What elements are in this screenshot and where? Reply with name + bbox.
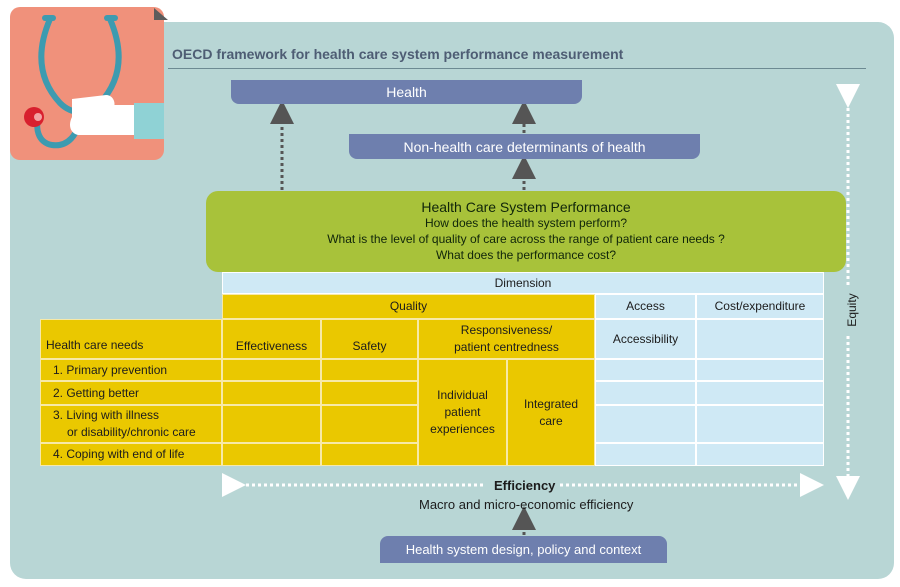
needs-header: Health care needs [40,319,222,359]
quality-header: Quality [222,294,595,319]
safety-cell-2 [321,381,418,405]
individual-line-3: experiences [430,422,495,436]
responsiveness-header: Responsiveness/ patient centredness [418,319,595,359]
integrated-line-1: Integrated [523,396,579,411]
cost-subcell [696,319,824,359]
integrated-line-2: care [539,413,563,428]
need-label-3a: 3. Living with illness [53,408,160,422]
need-row-2: 2. Getting better [40,381,222,405]
performance-heading: Health Care System Performance [421,199,631,215]
safety-cell-3 [321,405,418,443]
need-row-4: 4. Coping with end of life [40,443,222,466]
need-label-1: 1. Primary prevention [53,362,168,377]
needs-header-label: Health care needs [46,338,144,352]
cost-cell-3 [696,405,824,443]
non-health-determinants-box: Non-health care determinants of health [349,134,700,159]
effectiveness-cell-4 [222,443,321,466]
safety-cell-4 [321,443,418,466]
individual-line-1: Individual [437,388,488,402]
responsiveness-line-2: patient centredness [454,340,559,354]
effectiveness-header: Effectiveness [222,319,321,359]
individual-experiences-cell: Individual patient experiences [418,359,507,466]
stethoscope-logo [10,7,164,160]
dimension-header: Dimension [222,272,824,294]
cost-cell-1 [696,359,824,381]
title-divider [168,68,866,69]
page-title: OECD framework for health care system pe… [172,46,624,62]
health-system-design-box: Health system design, policy and context [380,536,667,563]
individual-line-2: patient [444,405,481,419]
performance-box: Health Care System Performance How does … [206,191,846,272]
cost-cell-2 [696,381,824,405]
integrated-care-cell: Integrated care [507,359,595,466]
accessibility-header: Accessibility [595,319,696,359]
access-cell-2 [595,381,696,405]
responsiveness-line-1: Responsiveness/ [460,323,553,337]
efficiency-label: Efficiency [494,478,556,493]
effectiveness-cell-3 [222,405,321,443]
performance-question-2: What is the level of quality of care acr… [327,232,725,246]
performance-question-3: What does the performance cost? [435,248,617,262]
safety-cell-1 [321,359,418,381]
need-row-3: 3. Living with illness or disability/chr… [40,405,222,443]
cost-cell-4 [696,443,824,466]
access-cell-1 [595,359,696,381]
access-cell-3 [595,405,696,443]
safety-header: Safety [321,319,418,359]
effectiveness-cell-1 [222,359,321,381]
logo-corner [154,8,168,20]
health-box: Health [231,80,582,104]
efficiency-subtitle: Macro and micro-economic efficiency [419,497,634,512]
access-cell-4 [595,443,696,466]
cost-header: Cost/expenditure [696,294,824,319]
need-label-2: 2. Getting better [53,385,140,400]
performance-question-1: How does the health system perform? [424,216,628,230]
effectiveness-cell-2 [222,381,321,405]
need-label-3b: or disability/chronic care [67,425,196,439]
need-label-4: 4. Coping with end of life [53,447,185,461]
need-row-1: 1. Primary prevention [40,359,222,381]
access-header: Access [595,294,696,319]
equity-label: Equity [845,293,859,327]
